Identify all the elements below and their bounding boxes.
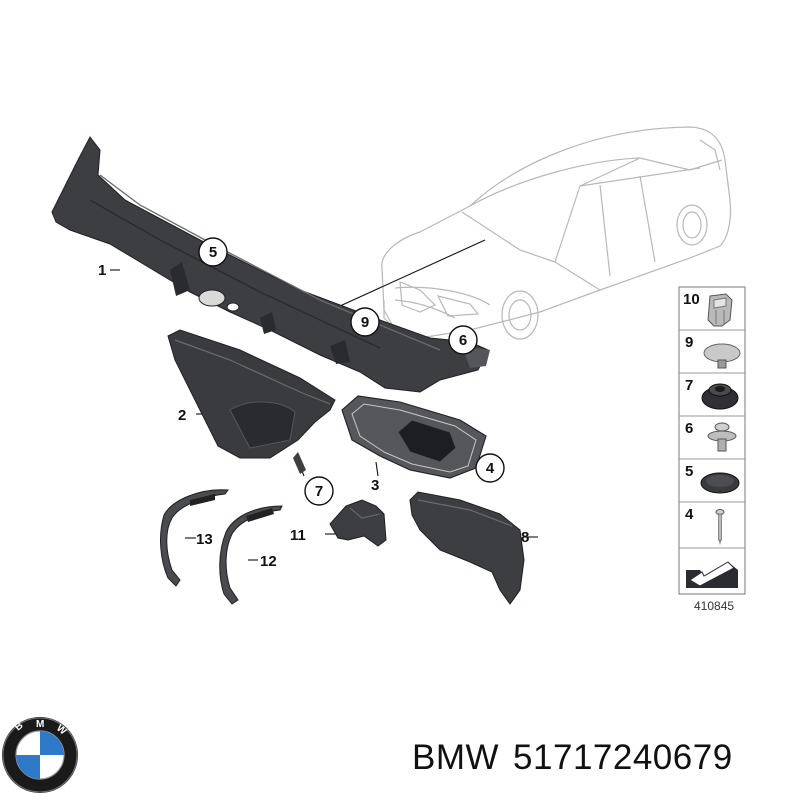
callout-4: 4: [486, 460, 495, 477]
callout-5: 5: [209, 244, 217, 261]
legend-number-9: 9: [685, 334, 693, 351]
callout-8: 8: [521, 529, 529, 546]
callout-6: 6: [459, 332, 467, 349]
legend-number-5: 5: [685, 463, 693, 480]
part-11-bracket: [329, 499, 387, 547]
callout-9: 9: [361, 314, 369, 331]
bmw-logo-icon: B M W: [2, 717, 78, 793]
screw-icon: [715, 509, 725, 545]
callout-1: 1: [98, 262, 106, 279]
legend-number-10: 10: [683, 291, 700, 308]
part-8-cover: [409, 491, 525, 605]
clip-icon: [707, 293, 733, 327]
part-3-bracket-panel: [341, 395, 487, 479]
push-pin-icon: [707, 422, 737, 452]
part-title: BMW 51717240679: [412, 738, 747, 778]
grommet-icon: [701, 383, 739, 410]
part-2-side-cover: [167, 329, 336, 474]
callout-3: 3: [371, 477, 379, 494]
part-12-seal-strip: [219, 505, 283, 605]
callouts: 1 2 3 8 11 12 13 5 9 6 7 4: [98, 237, 529, 570]
legend-number-7: 7: [685, 377, 693, 394]
callout-11: 11: [290, 527, 306, 544]
part-1-cowl-panel: [51, 136, 490, 393]
legend-number-4: 4: [685, 506, 694, 523]
reference-code: 410845: [694, 599, 734, 613]
rivet-cap-icon: [703, 343, 741, 369]
part-13-seal-strip: [160, 489, 229, 587]
svg-text:M: M: [36, 719, 44, 730]
brand-name: BMW: [412, 738, 500, 777]
legend-number-6: 6: [685, 420, 693, 437]
plug-cap-icon: [700, 472, 740, 494]
callout-7: 7: [315, 483, 323, 500]
callout-2: 2: [178, 407, 186, 424]
car-outline: [381, 126, 732, 340]
callout-12: 12: [260, 553, 277, 570]
part-number: 51717240679: [513, 738, 733, 777]
callout-13: 13: [196, 531, 213, 548]
arrow-icon: [686, 561, 738, 588]
fastener-legend: 10 9 7 6 5 4: [678, 286, 746, 613]
